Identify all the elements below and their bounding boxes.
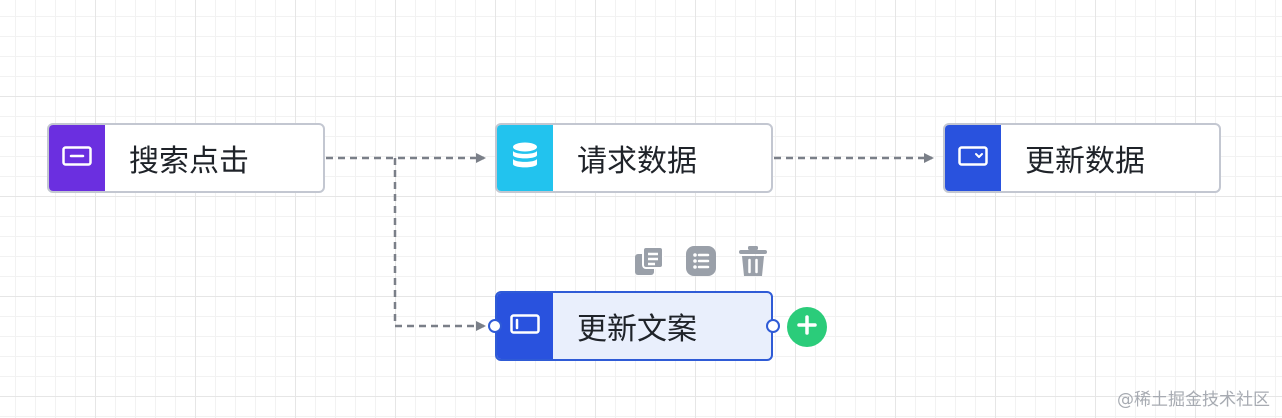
node-label: 搜索点击 [129,144,249,179]
plus-icon [796,314,818,340]
node-icon-box [497,125,553,191]
output-port[interactable] [766,319,780,333]
node-request-data[interactable]: 请求数据 [495,123,773,193]
dropdown-box-icon [958,146,988,170]
watermark: @稀土掘金技术社区 [1117,390,1270,410]
node-label: 请求数据 [577,144,697,179]
copy-button[interactable] [632,246,666,280]
node-update-copy[interactable]: 更新文案 [488,291,780,361]
input-port[interactable] [488,319,502,333]
node-update-data[interactable]: 更新数据 [943,123,1221,193]
node-search-click[interactable]: 搜索点击 [47,123,325,193]
add-node-button[interactable] [787,307,827,347]
node-label: 更新数据 [1025,144,1145,179]
text-field-icon [510,314,540,338]
details-button[interactable] [684,246,718,280]
delete-button[interactable] [736,246,770,280]
list-icon [685,245,717,281]
node-icon-box [945,125,1001,191]
node-label: 更新文案 [577,312,697,347]
node-icon-box [49,125,105,191]
database-icon [511,141,539,175]
edge-search-to-update-copy[interactable] [393,158,486,331]
node-toolbar [632,246,770,280]
node-icon-box [497,293,553,359]
delete-icon [737,245,769,281]
copy-icon [633,245,665,281]
input-box-icon [62,146,92,170]
